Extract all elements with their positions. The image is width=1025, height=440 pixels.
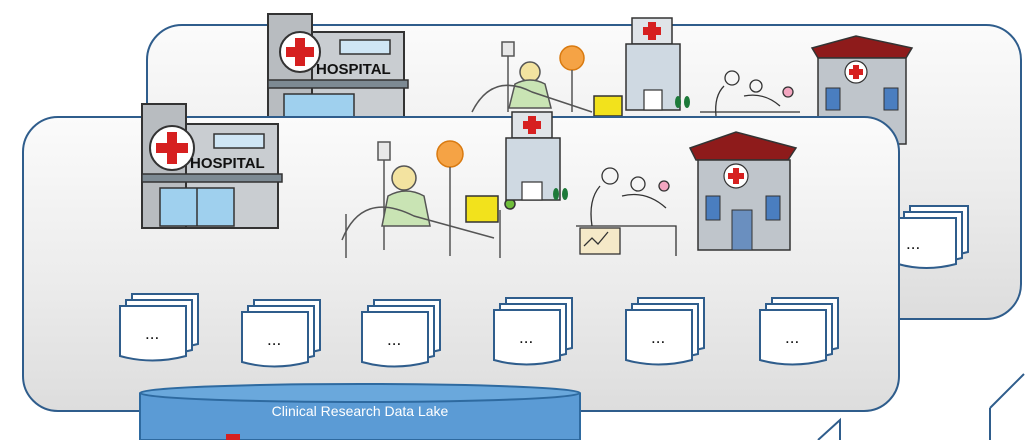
hospital-sign-building-icon-front: HOSPITAL bbox=[141, 103, 283, 229]
doctor-visit-scene-icon bbox=[700, 70, 800, 117]
document-stack-3 bbox=[361, 299, 441, 368]
document-stack-back bbox=[897, 205, 969, 269]
document-stack-3-label: ... bbox=[387, 330, 402, 349]
lake-marker bbox=[226, 434, 240, 440]
document-stack-5-label: ... bbox=[651, 328, 666, 347]
hospital-sign-building-icon: HOSPITAL bbox=[267, 13, 409, 125]
clinic-tower-icon-front bbox=[505, 111, 568, 201]
document-stack-4 bbox=[493, 297, 573, 366]
document-stack-back-label: ... bbox=[906, 234, 921, 253]
patient-bed-scene-icon-front bbox=[341, 140, 516, 258]
document-stack-6-label: ... bbox=[785, 328, 800, 347]
doctor-visit-scene-icon-front bbox=[576, 167, 677, 256]
document-stack-5 bbox=[625, 297, 705, 366]
document-stack-6 bbox=[759, 297, 839, 366]
document-stack-4-label: ... bbox=[519, 328, 534, 347]
document-stack-1-label: ... bbox=[145, 324, 160, 343]
document-stack-2-label: ... bbox=[267, 330, 282, 349]
hospital-sign-text-front: HOSPITAL bbox=[190, 155, 265, 172]
data-lake-label: Clinical Research Data Lake bbox=[271, 403, 449, 419]
clinic-tower-icon bbox=[625, 17, 690, 111]
document-stack-1 bbox=[119, 293, 199, 362]
red-roof-hospital-icon-front bbox=[688, 131, 798, 251]
hospital-sign-text: HOSPITAL bbox=[316, 61, 391, 78]
document-stack-2 bbox=[241, 299, 321, 368]
